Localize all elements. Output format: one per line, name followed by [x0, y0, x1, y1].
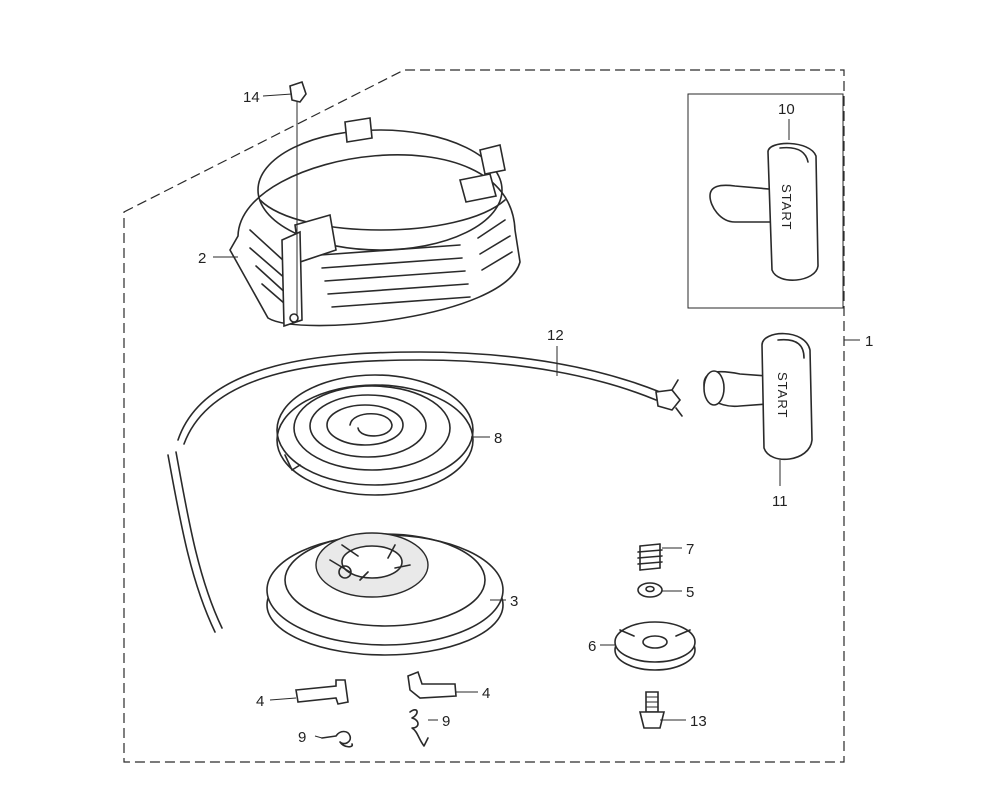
- bolt: [638, 691, 666, 729]
- starter-cover: [229, 117, 521, 328]
- callout-8: 8: [494, 430, 502, 447]
- pawl-spring-left: [321, 730, 354, 748]
- reel-pulley: [266, 532, 504, 656]
- callout-1: 1: [865, 333, 873, 350]
- callout-13: 13: [690, 713, 707, 730]
- grip-label: START: [775, 372, 790, 418]
- callout-6: 6: [588, 638, 596, 655]
- inset-box: [687, 93, 844, 309]
- callout-9b: 9: [442, 713, 450, 730]
- washer: [637, 582, 663, 598]
- callout-14: 14: [243, 89, 260, 106]
- screw: [289, 80, 307, 315]
- grip-inset-label: START: [779, 184, 794, 230]
- callout-4a: 4: [256, 693, 264, 710]
- recoil-spring: [276, 374, 474, 496]
- callout-2: 2: [198, 250, 206, 267]
- small-spring: [637, 543, 663, 571]
- part-numbers: 1 2 3 4 4 5 6 7 8 9 9 10 11 12 13 14: [198, 89, 873, 746]
- assembly-boundary: [123, 69, 845, 763]
- callout-5: 5: [686, 584, 694, 601]
- callout-10: 10: [778, 101, 795, 118]
- starter-grip: START: [703, 332, 813, 461]
- callout-9a: 9: [298, 729, 306, 746]
- callout-4b: 4: [482, 685, 490, 702]
- pawl-right: [407, 670, 457, 699]
- callout-11: 11: [772, 493, 788, 510]
- ratchet: [614, 621, 696, 671]
- callout-12: 12: [547, 327, 564, 344]
- leader-lines: [213, 93, 860, 739]
- pawl-left: [295, 679, 349, 705]
- starter-rope: [167, 351, 683, 633]
- callout-7: 7: [686, 541, 694, 558]
- starter-grip-inset: START: [709, 142, 819, 281]
- callout-3: 3: [510, 593, 518, 610]
- pawl-spring-right: [409, 709, 429, 747]
